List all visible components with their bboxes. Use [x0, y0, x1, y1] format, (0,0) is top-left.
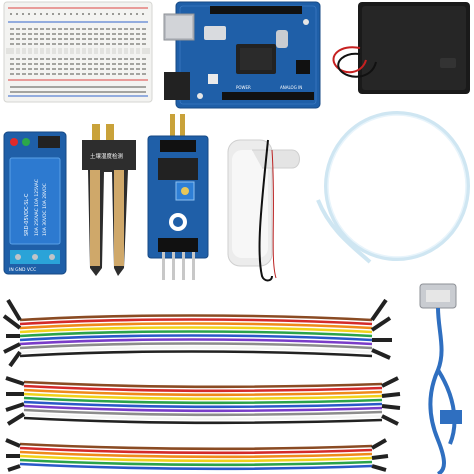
tubing-coil — [316, 111, 470, 264]
jumper-wires-top — [2, 298, 392, 368]
soil-moisture-probe: 土壤湿度检测 — [82, 124, 136, 276]
relay-block — [9, 157, 61, 245]
relay-rating-1: 10A 250VAC 10A 125VAC — [34, 179, 40, 236]
analog-label: ANALOG IN — [280, 85, 302, 90]
relay-rating-2: 10A 30VDC 10A 28VDC — [42, 183, 48, 236]
relay-module: SRD-05VDC-SL-C 10A 250VAC 10A 125VAC 10A… — [3, 131, 67, 275]
breadboard — [3, 1, 153, 103]
arduino-board: POWER ANALOG IN — [163, 1, 321, 109]
sensor-module — [147, 114, 209, 280]
battery-case — [332, 2, 470, 94]
soil-probe-label: 土壤湿度检测 — [90, 152, 124, 160]
usb-cable — [419, 283, 462, 474]
jumper-wires-bottom — [5, 438, 389, 472]
jumper-wires-middle — [5, 376, 401, 426]
relay-pins: IN GND VCC — [9, 267, 36, 273]
relay-model: SRD-05VDC-SL-C — [24, 193, 30, 236]
power-label: POWER — [236, 85, 251, 90]
water-pump — [227, 139, 300, 282]
barrel-jack — [164, 72, 190, 100]
